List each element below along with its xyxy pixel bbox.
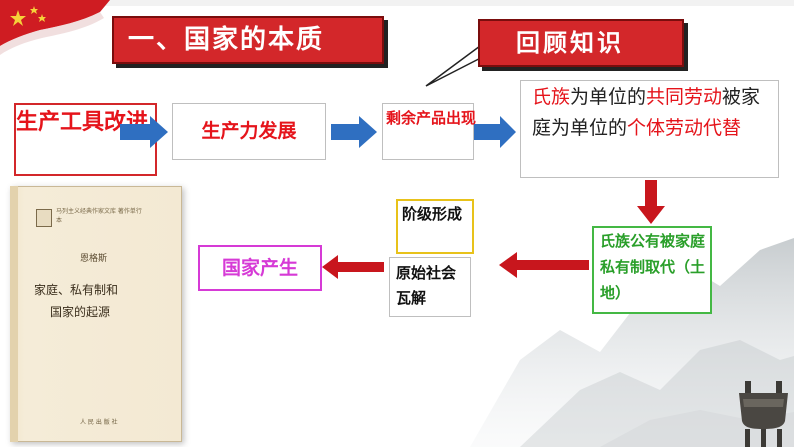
- node-state-emerge-label: 国家产生: [198, 245, 322, 291]
- book-author: 恩格斯: [80, 251, 120, 264]
- page-title: 一、国家的本质: [128, 18, 324, 62]
- book-spine: [10, 186, 18, 442]
- arrow-right-3: [474, 114, 518, 150]
- book-publisher: 人 民 出 版 社: [80, 417, 130, 426]
- arrow-left-2: [320, 252, 386, 282]
- text-replace: 动代替: [684, 117, 741, 139]
- text-common-labor: 共同劳动: [646, 86, 722, 108]
- node-productivity-label: 生产力发展: [172, 103, 326, 160]
- review-label: 回顾知识: [516, 20, 624, 66]
- node-class-form-label: 阶级形成: [402, 202, 472, 226]
- text-clan: 氏族: [532, 86, 570, 108]
- node-family-replace-text: 氏族为单位的共同劳动被家庭为单位的个体劳动代替: [532, 82, 777, 144]
- arrow-left-1: [497, 248, 591, 282]
- book-series: 马列主义经典作家文库 著作单行本: [56, 207, 146, 225]
- bronze-ding-icon: [733, 377, 794, 447]
- text-individual-labor: 个体劳: [627, 117, 684, 139]
- node-ownership-label: 氏族公有被家庭私有制取代（土地）: [600, 228, 712, 306]
- top-edge-strip: [0, 0, 794, 6]
- text-as-unit: 为单位的: [570, 86, 646, 108]
- book-title-line2: 国家的起源: [50, 303, 170, 320]
- node-surplus-label: 剩余产品出现: [386, 106, 476, 130]
- node-society-collapse-label: 原始社会瓦解: [396, 261, 470, 311]
- book-title-line1: 家庭、私有制和: [34, 281, 174, 298]
- arrow-right-2: [331, 114, 379, 150]
- publisher-logo-icon: [36, 209, 52, 227]
- red-flag-decoration: [0, 0, 110, 55]
- arrow-down: [636, 180, 666, 226]
- arrow-right-1: [120, 114, 170, 150]
